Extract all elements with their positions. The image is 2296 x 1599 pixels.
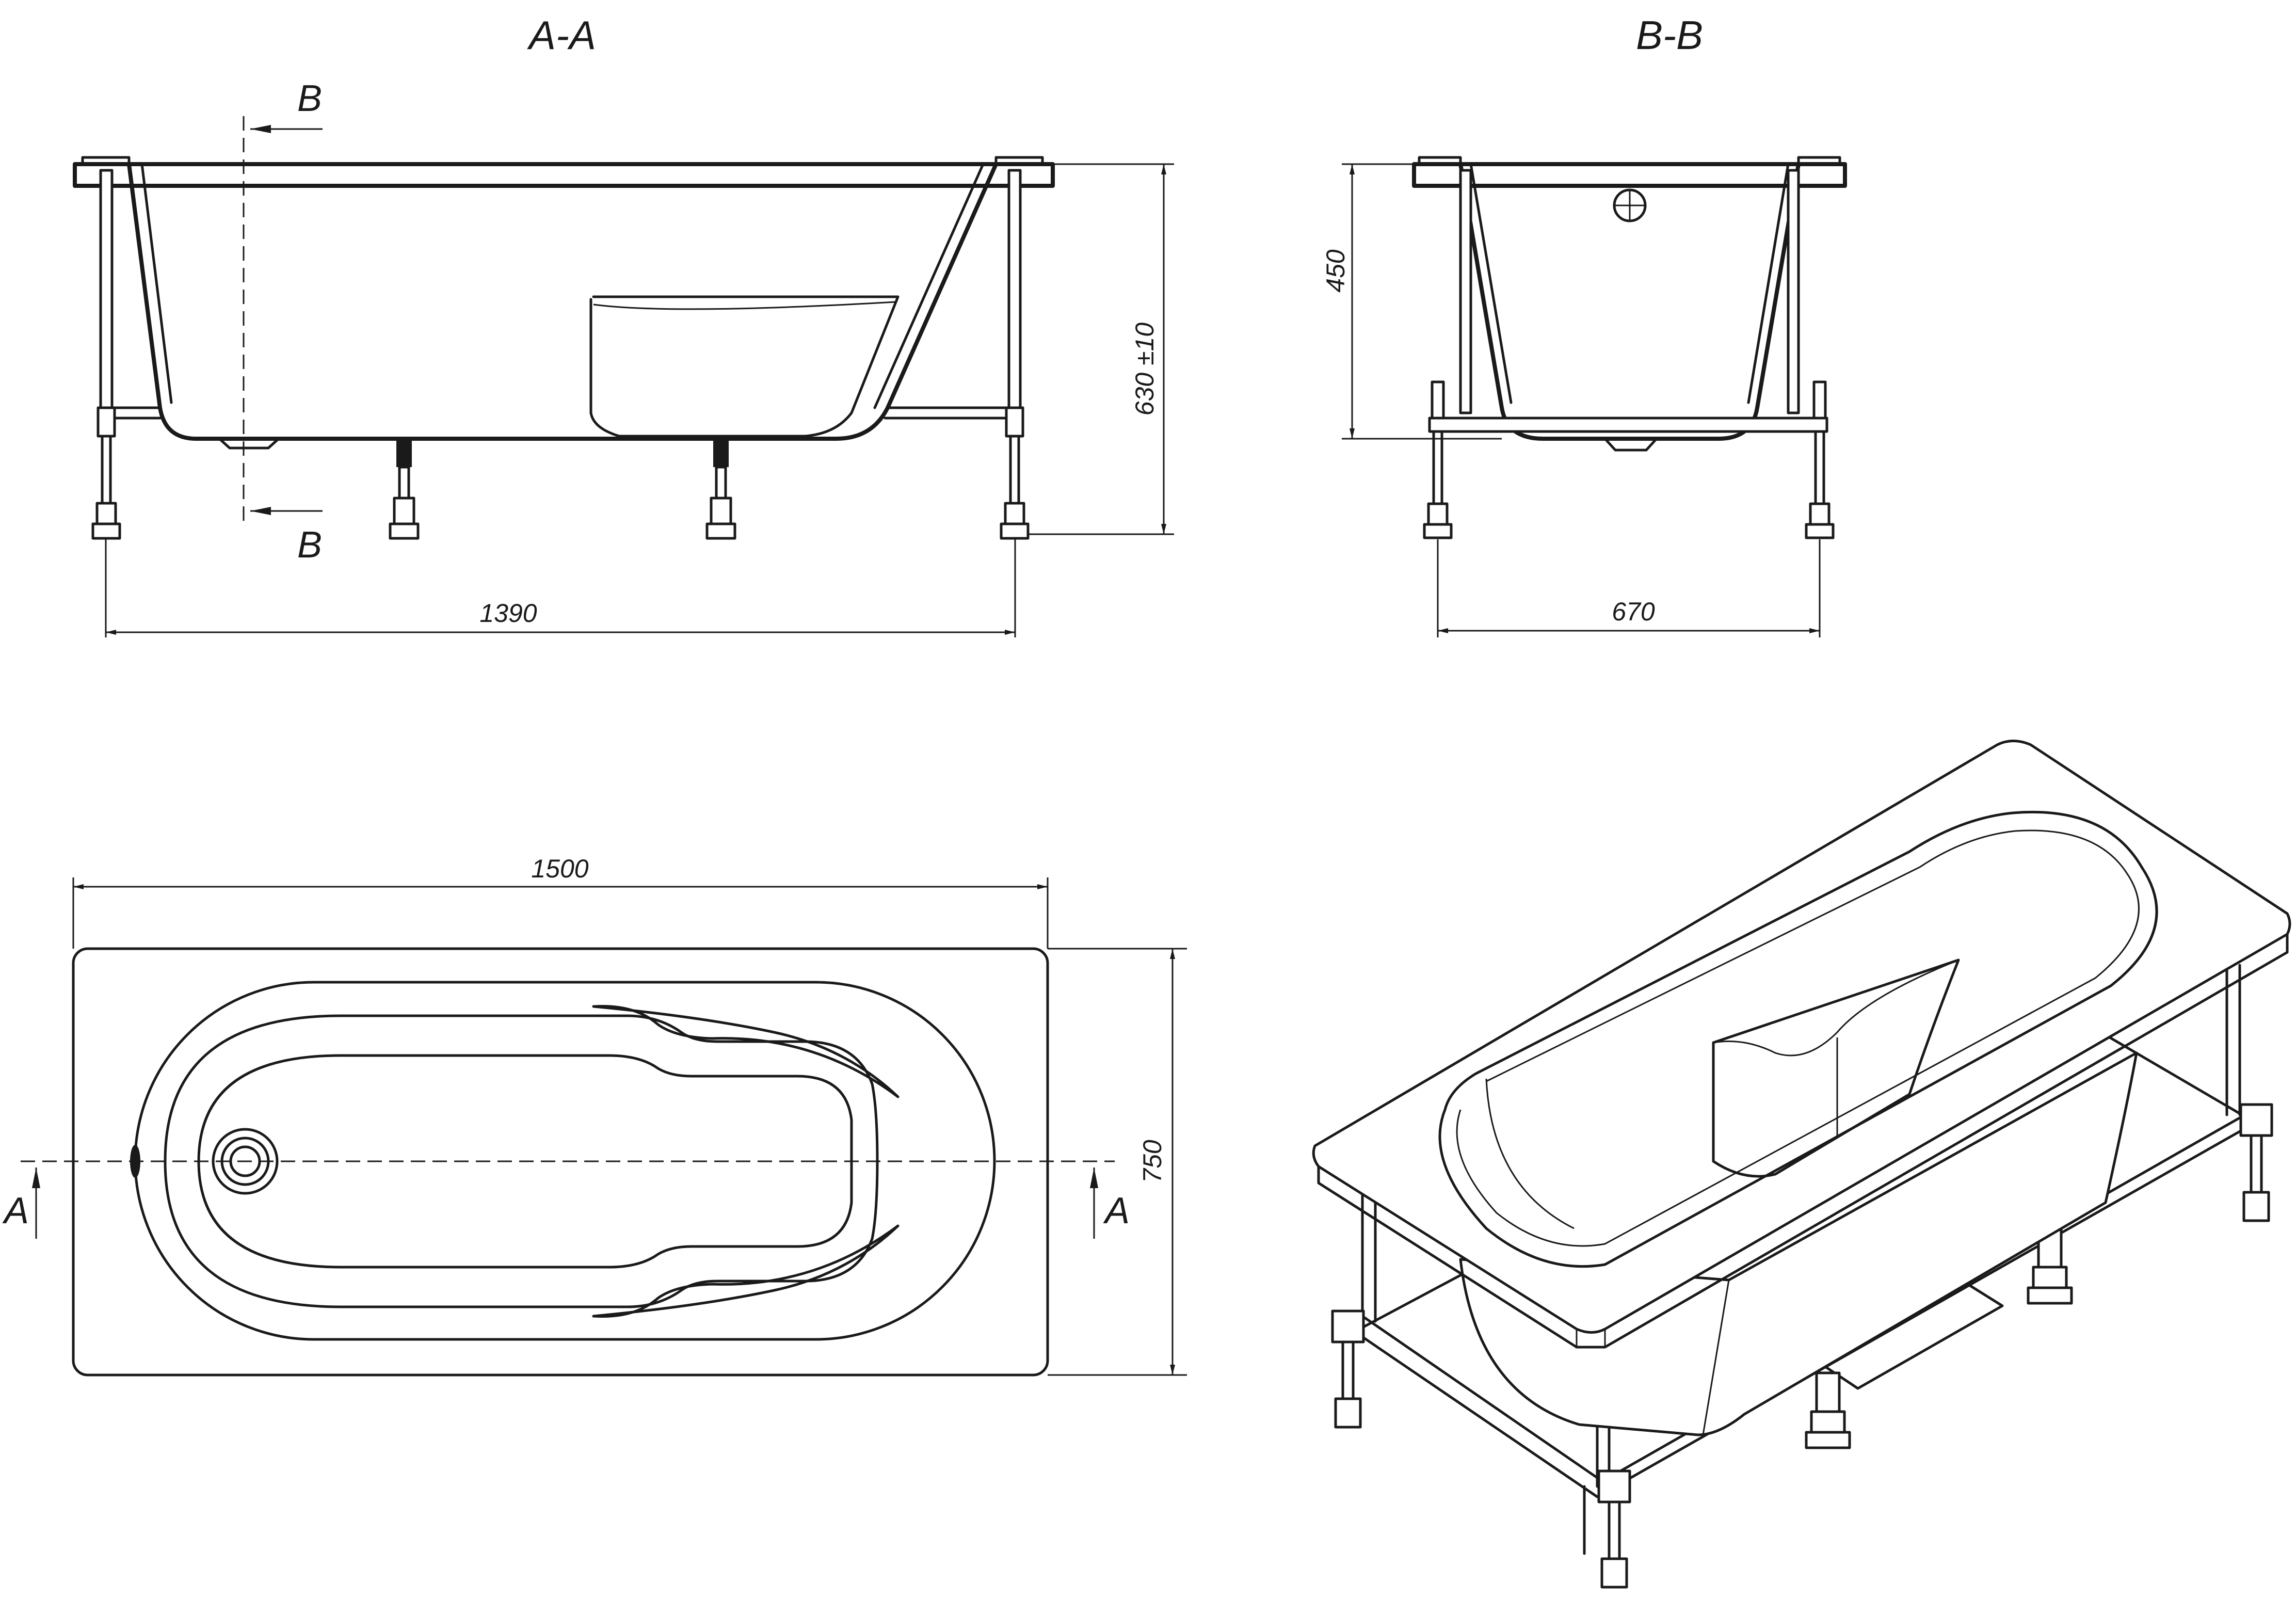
dim-frame-length: 1390 [479, 599, 537, 628]
bb-frame-post-right [1787, 169, 1800, 414]
dim-overall-length: 1500 [531, 854, 588, 883]
bb-rim [1412, 162, 1847, 188]
bb-rim-brackets [1418, 156, 1841, 166]
plan-cut-label-right: A [1103, 1190, 1130, 1232]
dim-frame-width: 670 [1612, 597, 1655, 626]
aa-seat-edge [593, 301, 896, 310]
plan-bowl-floor [197, 1054, 853, 1269]
plan-view: A A 1500 750 [2, 854, 1187, 1377]
aa-foot-center-right [705, 439, 736, 540]
plan-cut-label-left: A [2, 1190, 29, 1232]
bb-overflow-icon [1613, 188, 1647, 222]
iso-seat [1712, 958, 1960, 1178]
aa-bowl-outline [127, 162, 998, 441]
section-bb-view: B-B 450 [1321, 12, 1847, 637]
section-bb-title: B-B [1636, 12, 1703, 58]
aa-frame-rail [110, 406, 1010, 420]
section-aa-view: A-A [73, 12, 1174, 637]
iso-bowl-inner-edge [1456, 829, 2140, 1247]
iso-foot-front-left [1331, 1309, 1365, 1429]
aa-frame-post-right [1007, 169, 1022, 409]
aa-foot-center-left [389, 439, 420, 540]
iso-bowl-opening [1438, 810, 2158, 1268]
dim-overall-width: 750 [1138, 1140, 1167, 1183]
aa-cut-label-bottom: B [297, 524, 322, 566]
iso-bowl-body [1459, 1051, 2138, 1436]
dim-bowl-depth: 450 [1321, 249, 1350, 293]
bb-drain-bump [1603, 437, 1658, 452]
iso-foot-middle [1805, 1371, 1851, 1449]
bb-frame-post-left [1459, 169, 1472, 414]
iso-seat-edge [1713, 959, 1959, 1057]
iso-bowl-folds [1485, 1037, 1838, 1229]
iso-foot-front-right [1597, 1469, 1631, 1589]
plan-armrest-bottom [592, 1224, 900, 1318]
aa-bowl-wall-inner [140, 163, 985, 409]
iso-rim-thickness [1317, 933, 2289, 1349]
aa-rim [73, 162, 1055, 188]
dim-height-total: 630 ±10 [1130, 323, 1159, 416]
aa-drain-bump [218, 437, 280, 450]
bb-foot-left [1423, 380, 1453, 539]
bb-foot-right [1805, 380, 1835, 539]
bb-frame-rail [1428, 417, 1828, 433]
section-aa-title: A-A [527, 12, 596, 58]
isometric-view [1312, 740, 2291, 1589]
bb-bowl-wall-inner [1469, 163, 1790, 404]
aa-cut-label-top: B [297, 78, 322, 119]
aa-foot-left [91, 406, 121, 540]
aa-seat-cutaway [589, 295, 900, 438]
iso-foot-back-right [2239, 1103, 2273, 1222]
aa-frame-post-left [99, 169, 114, 409]
plan-armrest-top [592, 1004, 900, 1098]
aa-rim-brackets [81, 156, 1044, 166]
iso-rim-corner [1576, 1329, 1606, 1347]
aa-foot-right [1000, 406, 1030, 540]
